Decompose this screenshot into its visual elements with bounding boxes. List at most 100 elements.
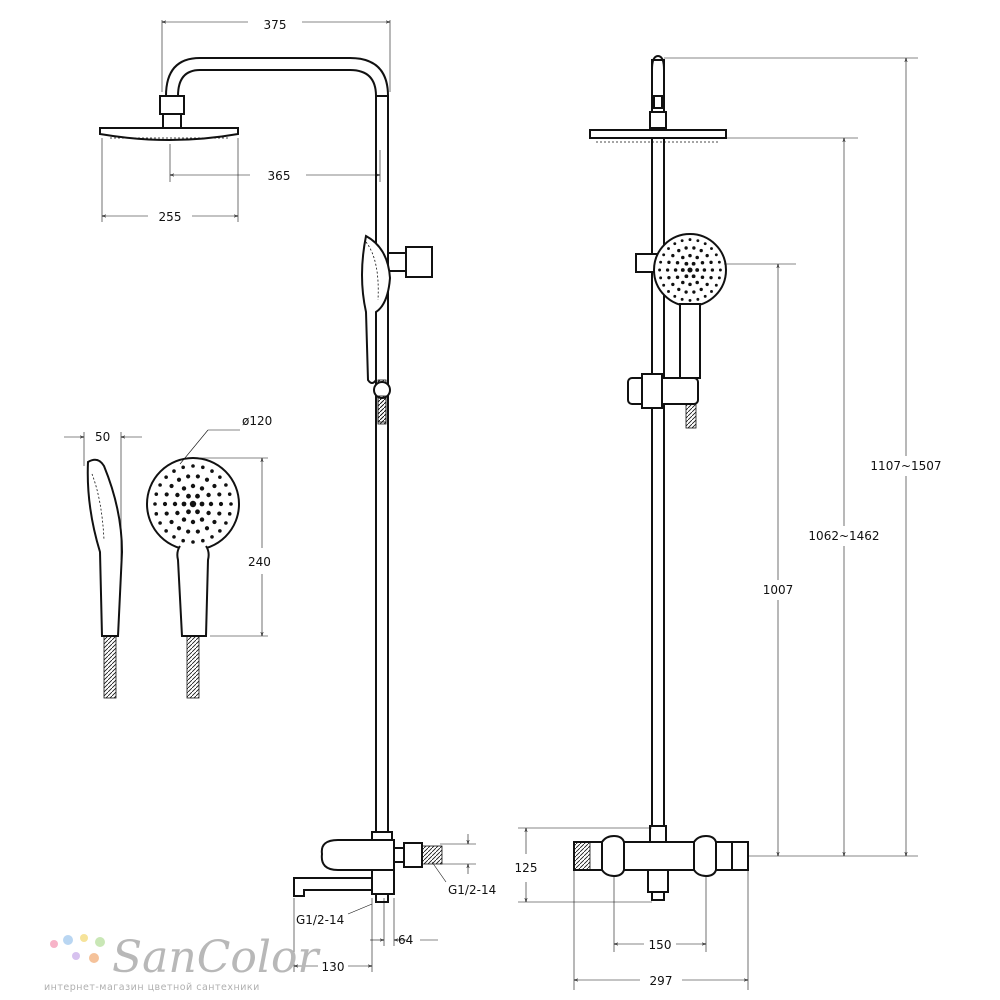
nozzle-dot bbox=[667, 247, 670, 250]
nozzle-dot bbox=[181, 517, 187, 522]
nozzle-dot bbox=[169, 483, 174, 489]
dim-head-range: 1062~1462 bbox=[808, 529, 879, 543]
nozzle-dot bbox=[673, 242, 677, 246]
dim-130: 130 bbox=[322, 960, 345, 974]
nozzle-dot bbox=[714, 283, 718, 287]
handset-profile bbox=[86, 458, 124, 637]
nozzle-dot bbox=[675, 275, 680, 279]
nozzle-dot bbox=[714, 253, 718, 257]
nozzle-dot bbox=[692, 290, 696, 294]
nozzle-dot bbox=[659, 260, 663, 264]
nozzle-dot bbox=[181, 486, 187, 491]
nozzle-dot bbox=[190, 519, 196, 525]
nozzle-dot bbox=[681, 255, 685, 260]
brand-dot bbox=[89, 953, 99, 963]
nozzle-dot bbox=[190, 483, 196, 489]
nozzle-dot bbox=[206, 510, 211, 516]
thermo-mixer bbox=[573, 841, 749, 871]
nozzle-dot bbox=[671, 282, 675, 287]
nozzle-dot bbox=[227, 492, 232, 496]
nozzle-dot bbox=[175, 510, 180, 516]
nozzle-dots bbox=[153, 464, 233, 544]
nozzle-dot bbox=[191, 540, 195, 544]
nozzle-dot bbox=[691, 274, 696, 279]
nozzle-dot bbox=[662, 253, 666, 257]
dim-64: 64 bbox=[398, 933, 413, 947]
dim-thread-left: G1/2-14 bbox=[296, 913, 344, 927]
brand-tagline: интернет-магазин цветной сантехники bbox=[44, 982, 260, 993]
nozzle-dot bbox=[684, 290, 688, 294]
nozzle-dot bbox=[172, 469, 176, 473]
nozzle-dot bbox=[224, 521, 228, 525]
nozzle-dot bbox=[217, 492, 222, 497]
nozzle-dot bbox=[199, 501, 205, 507]
dim-thread-right: G1/2-14 bbox=[448, 883, 496, 897]
dim-150: 150 bbox=[649, 938, 672, 952]
nozzle-dot bbox=[164, 492, 169, 497]
nozzle-dot bbox=[680, 297, 684, 301]
nozzle-dot bbox=[702, 268, 707, 272]
nozzle-dot bbox=[154, 492, 159, 496]
nozzle-dot bbox=[703, 294, 707, 298]
nozzle-dot bbox=[172, 501, 178, 507]
nozzle-dot bbox=[199, 517, 205, 522]
nozzle-dot bbox=[153, 502, 157, 506]
nozzle-dot bbox=[195, 493, 200, 499]
nozzle-dot bbox=[684, 246, 688, 250]
nozzle-dot bbox=[710, 290, 713, 293]
nozzle-dot bbox=[176, 477, 182, 482]
nozzle-dot bbox=[154, 512, 159, 516]
nozzle-dot bbox=[186, 529, 191, 534]
nozzle-dot bbox=[658, 268, 662, 272]
nozzle-dot bbox=[695, 255, 699, 260]
rain-head-front bbox=[589, 129, 727, 139]
nozzle-dot bbox=[210, 469, 214, 473]
dim-240: 240 bbox=[248, 555, 271, 569]
nozzle-dot bbox=[688, 253, 692, 258]
nozzle-dot bbox=[181, 538, 185, 543]
nozzle-dot bbox=[691, 261, 696, 266]
nozzle-dot bbox=[162, 501, 168, 507]
riser-bar bbox=[375, 95, 389, 849]
brand-dot bbox=[95, 937, 105, 947]
nozzle-dot bbox=[684, 274, 689, 279]
nozzle-dot bbox=[718, 268, 722, 272]
dim-total-range: 1107~1507 bbox=[870, 459, 941, 473]
dim-50: 50 bbox=[95, 430, 110, 444]
nozzle-dot bbox=[700, 275, 705, 279]
nozzle-dot bbox=[176, 526, 182, 531]
dim-375: 375 bbox=[264, 18, 287, 32]
nozzle-dot bbox=[218, 501, 224, 507]
nozzle-dot bbox=[164, 529, 168, 533]
nozzle-dot bbox=[158, 483, 162, 487]
nozzle-dot bbox=[681, 280, 685, 285]
nozzle-dot bbox=[696, 297, 700, 301]
arm-nut bbox=[159, 95, 185, 115]
nozzle-dot bbox=[212, 483, 217, 489]
nozzle-dot bbox=[662, 283, 666, 287]
nozzle-dot bbox=[667, 260, 671, 265]
nozzle-dot bbox=[186, 474, 191, 479]
nozzle-dot bbox=[688, 298, 692, 302]
nozzle-dot bbox=[186, 493, 191, 499]
nozzle-dot bbox=[217, 511, 222, 516]
brand-dot bbox=[63, 935, 73, 945]
nozzle-dot bbox=[695, 280, 699, 285]
nozzle-dot bbox=[665, 268, 670, 272]
dim-bar-height: 1007 bbox=[763, 583, 794, 597]
nozzle-dot bbox=[710, 268, 715, 272]
nozzle-dot bbox=[218, 475, 222, 479]
brand-name: SanColor bbox=[112, 932, 321, 983]
nozzle-dot bbox=[224, 483, 228, 487]
nozzle-dot bbox=[675, 261, 680, 265]
front-view: 1107~1507 1062~1462 1007 125 150 297 bbox=[515, 54, 942, 990]
brand-watermark: SanColor интернет-магазин цветной сантех… bbox=[44, 932, 321, 993]
nozzle-dot bbox=[703, 242, 707, 246]
nozzle-dot bbox=[673, 268, 678, 272]
nozzle-dot bbox=[210, 535, 214, 539]
handset-detail: 50 ø120 240 bbox=[64, 414, 272, 699]
nozzle-dot bbox=[677, 248, 681, 253]
nozzle-dot bbox=[709, 260, 713, 265]
nozzle-dot bbox=[206, 492, 211, 498]
nozzle-dot bbox=[229, 502, 233, 506]
